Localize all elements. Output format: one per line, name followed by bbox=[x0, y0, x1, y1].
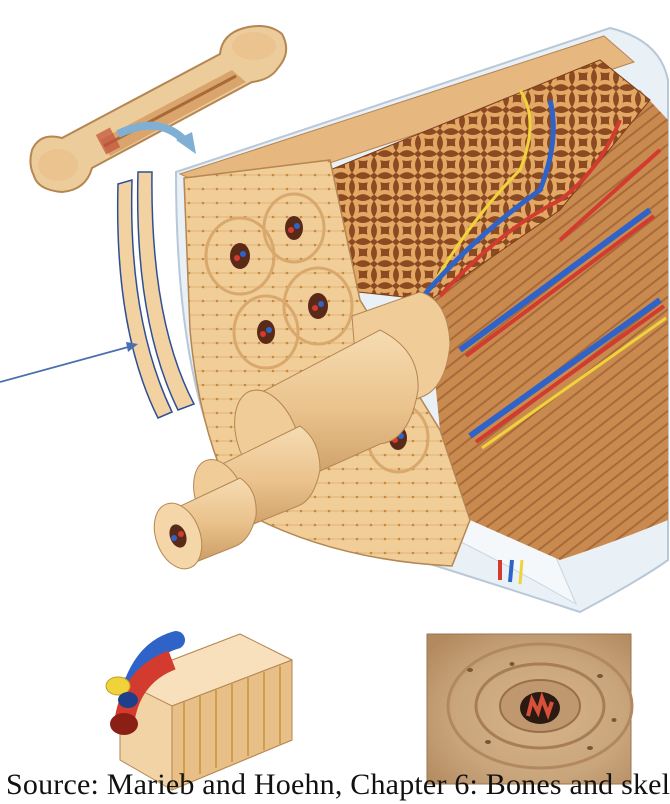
curved-arrow-head bbox=[176, 132, 196, 154]
telescoping-osteon bbox=[153, 291, 451, 570]
osteon-3d-inset bbox=[105, 631, 294, 791]
osteon-micrograph-inset bbox=[426, 633, 634, 785]
leader-line-arrow-icon bbox=[0, 345, 133, 383]
osteon-rings bbox=[204, 192, 430, 474]
figure-caption: Source: Marieb and Hoehn, Chapter 6: Bon… bbox=[0, 766, 670, 804]
caption-text: Source: Marieb and Hoehn, Chapter 6: Bon… bbox=[6, 768, 670, 801]
circumferential-lamellae-highlight bbox=[116, 171, 196, 419]
long-bone-inset bbox=[29, 25, 288, 194]
osteon bbox=[282, 266, 354, 346]
osteon bbox=[232, 294, 300, 370]
osteon bbox=[262, 192, 326, 264]
curved-arrow-icon bbox=[116, 121, 189, 145]
blood-vessels bbox=[418, 89, 667, 585]
osteon bbox=[204, 216, 276, 296]
leader-arrowhead bbox=[126, 342, 138, 352]
